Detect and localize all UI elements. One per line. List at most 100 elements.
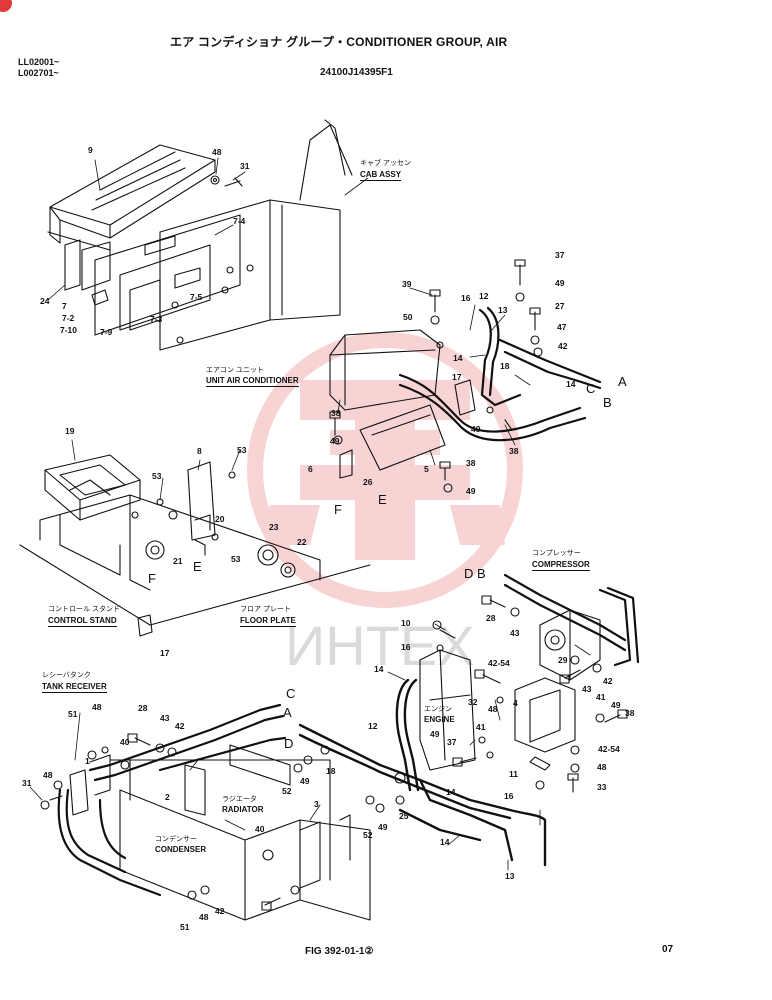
control-stand-label-jp: コントロール スタンド [48,606,120,613]
part-callout: 14 [566,379,576,389]
part-callout: 7-9 [100,327,113,337]
part-callout: 43 [510,628,520,638]
part-callout: 22 [297,537,307,547]
engine-block [419,649,476,771]
part-callout: 49 [300,776,310,786]
part-callout: 3 [314,799,319,809]
connector-e-floor: E [193,559,202,574]
part-callout: 28 [486,613,496,623]
part-callout: 48 [43,770,53,780]
part-callout: 41 [596,692,606,702]
part-callout: 39 [402,279,412,289]
part-callout: 49 [611,700,621,710]
part-callout: 10 [401,618,411,628]
connector-a-bottom: A [283,705,292,720]
connector-db: D B [464,566,486,581]
part-callout: 49 [330,436,340,446]
part-callout: 48 [597,762,607,772]
serial-range-2: L002701~ [18,68,59,78]
part-callout: 42 [558,341,568,351]
serial-range-1: LL02001~ [18,57,60,67]
part-callout: 17 [160,648,170,658]
part-callout: 53 [231,554,241,564]
connector-e-top: E [378,492,387,507]
connector-c-bottom: C [286,686,296,701]
part-callout: 14 [374,664,384,674]
condenser-assy [109,744,371,921]
part-callout: 13 [498,305,508,315]
part-callout: 42 [215,906,225,916]
part-callout: 7-10 [60,325,78,335]
part-callout: 29 [558,655,568,665]
corner-marker [0,0,12,12]
part-callout: 43 [160,713,170,723]
radiator-label-jp: ラジエータ [222,796,257,803]
engine-label: ENGINE [424,715,455,724]
condenser-label-jp: コンデンサー [155,836,197,843]
part-callout: 28 [138,703,148,713]
part-callout: 38 [466,458,476,468]
engine-label-jp: エンジン [424,706,452,713]
part-callout: 40 [255,824,265,834]
part-callout: 16 [504,791,514,801]
part-callout: 17 [452,372,462,382]
part-callout: 42-54 [488,658,510,668]
condenser-pipes [57,703,287,897]
part-callout: 9 [88,145,93,155]
part-callout: 48 [488,704,498,714]
part-callout: 48 [212,147,222,157]
part-callout: 11 [509,769,518,779]
part-callout: 43 [582,684,592,694]
part-callout: 16 [401,642,411,652]
compressor-assy [514,609,601,753]
connector-c-top: C [586,381,596,396]
part-callout: 48 [92,702,102,712]
part-callout: 7-3 [150,314,163,324]
connector-a-top: A [618,374,627,389]
part-callout: 42 [603,676,613,686]
part-callout: 32 [468,697,478,707]
air-conditioner-unit-5 [329,329,446,471]
floor-plate [19,461,371,637]
floor-plate-label-jp: フロア プレート [240,606,291,613]
unit-pipes [398,306,602,442]
part-callout: 31 [22,778,32,788]
part-callout: 7-4 [233,216,246,226]
part-callout: 21 [173,556,183,566]
compressor-label: COMPRESSOR [532,560,590,571]
part-callout: 18 [326,766,336,776]
part-callout: 16 [461,293,471,303]
connector-f-top: F [334,502,342,517]
radiator-label: RADIATOR [222,805,264,814]
part-callout: 50 [403,312,413,322]
figure-number: FIG 392-01-1② [305,946,374,957]
part-callout: 1 [85,756,90,766]
main-hoses [298,678,547,867]
tank-receiver [69,754,111,816]
part-callout: 41 [476,722,486,732]
watermark-text: ИНТЕХ [285,614,475,677]
part-callout: 48 [199,912,209,922]
part-callout: 42-54 [598,744,620,754]
engine-fasteners [432,595,628,793]
tank-receiver-label-jp: レシーバタンク [42,672,91,679]
part-callout: 37 [447,737,457,747]
cab-side-plate [159,119,353,351]
floor-plate-label: FLOOR PLATE [240,616,296,627]
condenser-fasteners [40,733,385,911]
leader-lines [29,157,591,871]
part-callout: 20 [215,514,225,524]
part-callout: 38 [509,446,519,456]
compressor-label-jp: コンプレッサー [532,550,581,557]
part-callout: 33 [597,782,607,792]
part-callout: 8 [197,446,202,456]
control-stand-19 [44,454,141,521]
part-callout: 7-5 [190,292,203,302]
control-stand-label: CONTROL STAND [48,616,117,627]
cab-assy-label-jp: キャブ アッセン [360,160,411,167]
part-callout: 52 [282,786,292,796]
part-callout: 40 [120,737,130,747]
part-callout: 19 [65,426,75,436]
part-callout: 38 [331,408,341,418]
